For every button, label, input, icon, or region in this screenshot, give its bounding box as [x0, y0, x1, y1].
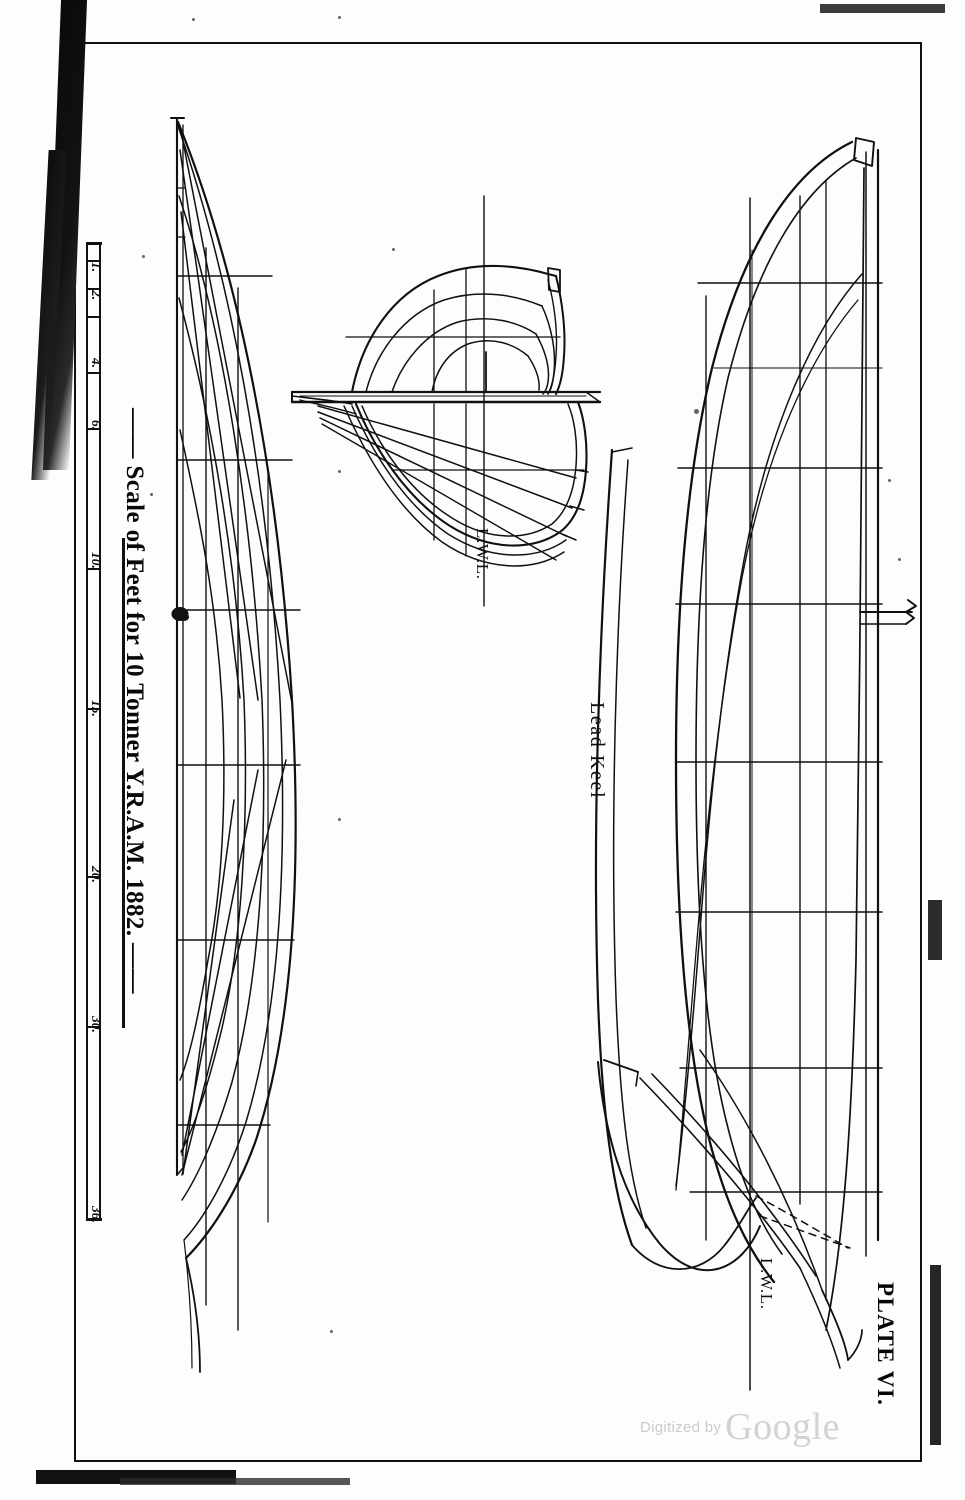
ruler-tick [86, 260, 101, 262]
ruler-tick [86, 568, 101, 570]
scan-artifact-bottom-2 [120, 1478, 350, 1485]
ruler-cap-start [86, 242, 102, 245]
ruler-tick-label-4: 4. [89, 358, 104, 369]
ruler-tick-label-2: 2. [89, 290, 104, 301]
scale-title-underline [122, 538, 125, 1028]
ruler-tick-label-30: 30. [89, 1016, 104, 1033]
scan-artifact-top [820, 4, 945, 13]
paper-speck [330, 1330, 333, 1333]
ruler-tick-label-10: 10. [89, 552, 104, 569]
paper-speck [338, 818, 341, 821]
plate-border-frame [74, 42, 922, 1462]
paper-speck [150, 493, 153, 496]
ruler-tick [86, 876, 101, 878]
body-plan [292, 196, 600, 606]
ruler-tick [86, 708, 101, 710]
ruler-tick-label-15: 15. [89, 700, 104, 717]
scan-artifact-right-2 [930, 1265, 941, 1445]
ruler-rail-inner [99, 242, 101, 1220]
ruler-tick-label-6: 6. [89, 420, 104, 431]
paper-speck [888, 479, 891, 482]
ruler-tick [86, 316, 101, 318]
watermark-brand: Google [725, 1406, 841, 1448]
ruler-tick-label-1: 1. [89, 262, 104, 273]
ruler-rail-outer [86, 242, 89, 1220]
lead-keel-label: Lead Keel [586, 702, 608, 800]
ruler-tick [86, 428, 101, 430]
watermark-prefix: Digitized by [640, 1419, 722, 1436]
paper-speck [142, 255, 145, 258]
paper-speck [192, 18, 195, 21]
half-breadth-plan [171, 118, 300, 1372]
paper-speck [338, 470, 341, 473]
ruler-tick [86, 288, 101, 290]
scan-artifact-right [928, 900, 942, 960]
break-symbol [860, 600, 916, 624]
body-plan-lwl-label: L.W.L. [473, 528, 492, 580]
ruler-tick [86, 1026, 101, 1028]
paper-speck [694, 409, 699, 414]
sheer-plan [596, 138, 916, 1390]
plate-number-label: PLATE VI. [873, 1282, 898, 1407]
paper-speck [392, 248, 395, 251]
paper-speck [898, 558, 901, 561]
scale-of-feet-ruler [84, 242, 130, 1222]
sheer-plan-lwl-label: L.W.L. [757, 1258, 776, 1310]
ruler-tick [86, 372, 101, 374]
ruler-tick-label-20: 20. [89, 866, 104, 883]
ruler-tick-label-36: 36. [89, 1206, 104, 1223]
ruler-cap-end [86, 1218, 102, 1221]
paper-speck [338, 16, 341, 19]
